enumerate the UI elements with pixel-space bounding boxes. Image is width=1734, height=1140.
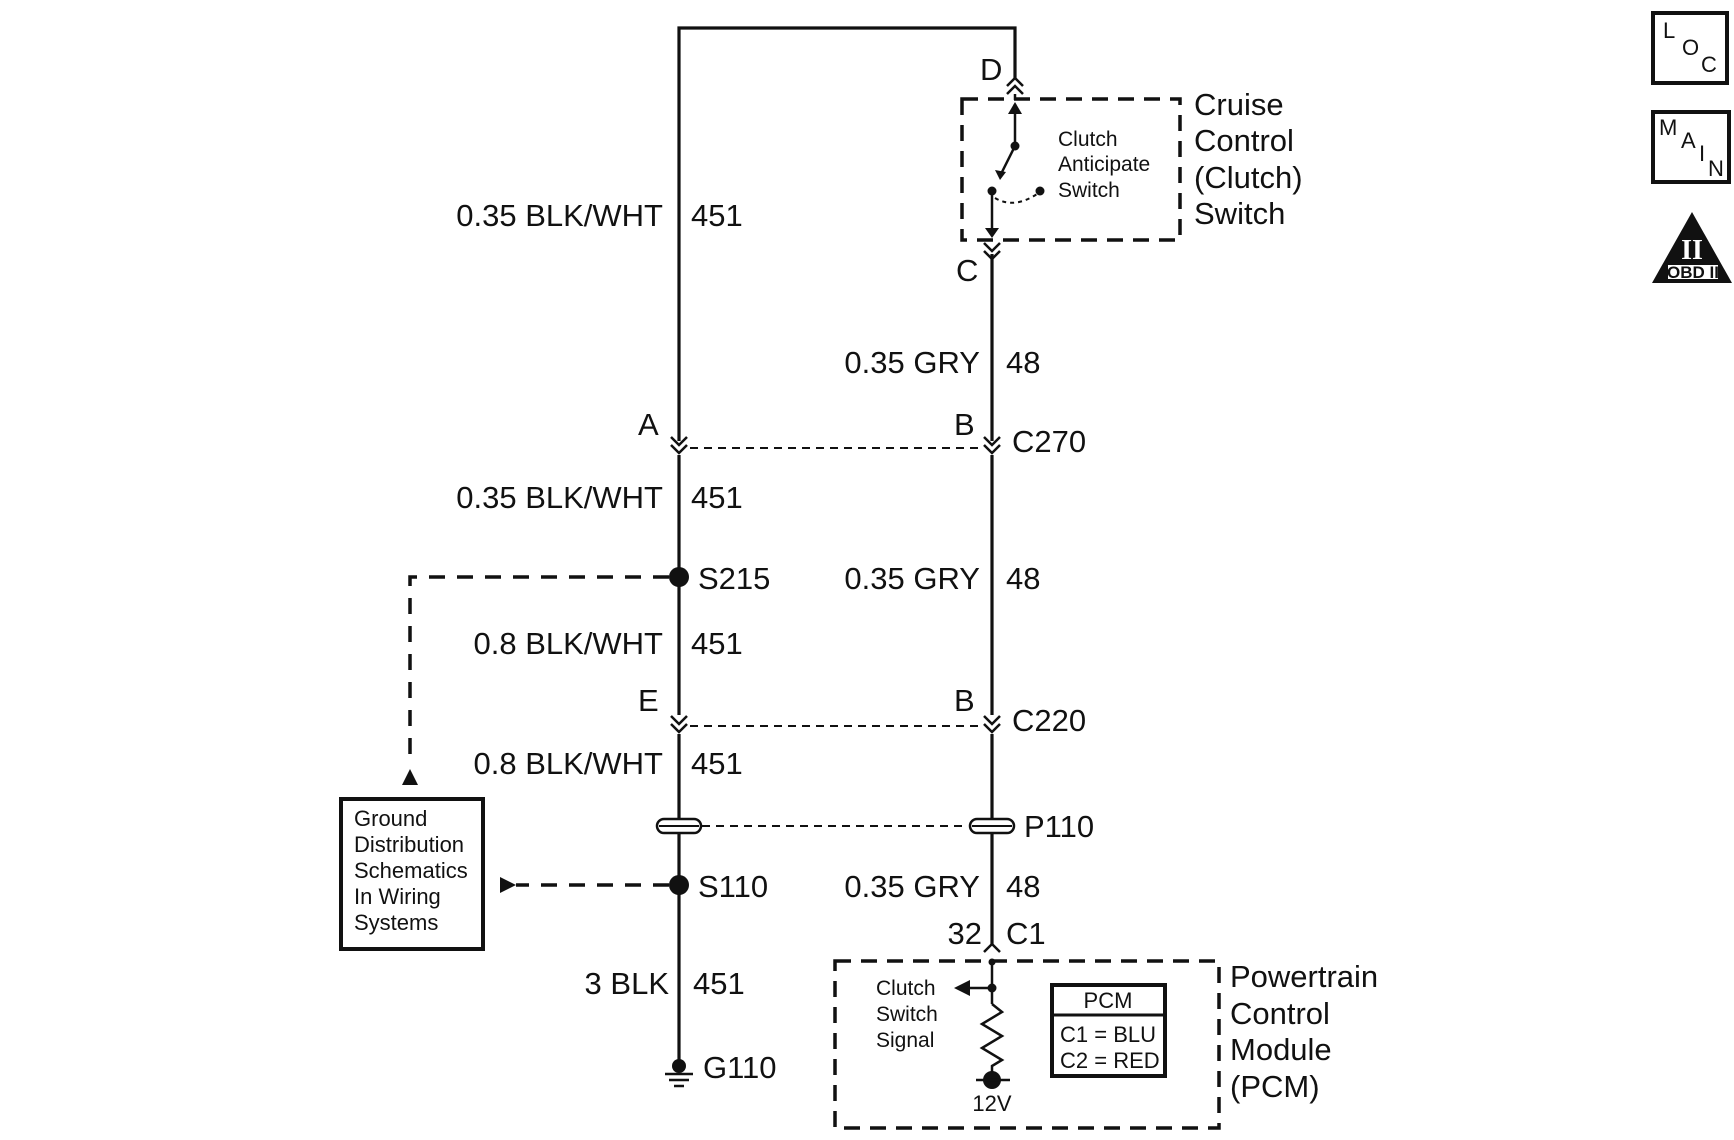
ground-ref-arrow-left — [500, 877, 516, 893]
wire-451-seg1-size: 0.35 BLK/WHT — [456, 198, 663, 233]
svg-text:Switch: Switch — [1058, 179, 1120, 202]
pcm-legend-c2: C2 = RED — [1060, 1048, 1160, 1073]
splice-s215-label: S215 — [698, 561, 770, 596]
wire-451-top — [677, 26, 1017, 441]
connector-c220-right-symbol — [983, 715, 1001, 734]
connector-pin-d: D — [980, 52, 1002, 87]
svg-text:A: A — [1681, 128, 1696, 153]
wire-451-seg5-num: 451 — [693, 966, 745, 1001]
wire-451-seg4-size: 0.8 BLK/WHT — [474, 746, 664, 781]
clutch-anticipate-switch-symbol — [985, 102, 1045, 238]
ground-distribution-box[interactable] — [339, 797, 485, 951]
passthrough-p110-label: P110 — [1024, 809, 1094, 844]
svg-text:In Wiring: In Wiring — [354, 884, 441, 909]
svg-text:Schematics: Schematics — [354, 858, 468, 883]
svg-text:Clutch: Clutch — [1058, 128, 1118, 151]
connector-pin-a: A — [638, 407, 659, 442]
svg-text:Control: Control — [1230, 996, 1330, 1031]
svg-text:Cruise: Cruise — [1194, 87, 1284, 122]
connector-pin-32: 32 — [948, 916, 982, 951]
svg-text:Distribution: Distribution — [354, 832, 464, 857]
svg-text:Powertrain: Powertrain — [1230, 959, 1378, 994]
wire-48-seg2-num: 48 — [1006, 561, 1040, 596]
obd-ii-icon[interactable] — [1652, 212, 1732, 283]
connector-c220-left-symbol — [670, 715, 688, 734]
splice-s215-dot — [669, 567, 689, 587]
ground-g110-label: G110 — [703, 1050, 777, 1085]
wire-451-seg2-size: 0.35 BLK/WHT — [456, 480, 663, 515]
connector-pin-c: C — [956, 253, 978, 288]
pcm-boundary — [833, 959, 1221, 1130]
clutch-anticipate-switch-label: Clutch Anticipate Switch — [1058, 128, 1150, 202]
svg-text:Module: Module — [1230, 1032, 1332, 1067]
ground-ref-arrow-up — [402, 769, 418, 785]
connector-c270-left-symbol — [670, 436, 688, 455]
pcm-connector-legend — [1050, 983, 1167, 1078]
svg-text:Switch: Switch — [1194, 196, 1285, 231]
splice-s110-label: S110 — [698, 869, 768, 904]
connector-c220-label: C220 — [1012, 703, 1086, 738]
svg-text:N: N — [1708, 156, 1724, 181]
connector-pin-e: E — [638, 683, 659, 718]
svg-text:L: L — [1663, 18, 1675, 43]
wire-48-seg1-num: 48 — [1006, 345, 1040, 380]
clutch-switch-signal-label: Clutch Switch Signal — [876, 977, 938, 1052]
connector-d-symbol — [1006, 76, 1024, 95]
wire-451-seg5-size: 3 BLK — [585, 966, 670, 1001]
splice-s110-dot — [669, 875, 689, 895]
main-icon-letters: M A I N — [1659, 115, 1724, 181]
svg-text:M: M — [1659, 115, 1677, 140]
svg-text:(Clutch): (Clutch) — [1194, 160, 1303, 195]
connector-c-symbol — [983, 242, 1001, 261]
connector-c1-label: C1 — [1006, 916, 1046, 951]
wire-48-seg1-size: 0.35 GRY — [844, 345, 980, 380]
loc-icon-letters: L O C — [1663, 18, 1717, 77]
pcm-legend-c1: C1 = BLU — [1060, 1022, 1156, 1047]
ground-distribution-label: Ground Distribution Schematics In Wiring… — [354, 806, 468, 935]
passthrough-p110-right — [968, 817, 1016, 835]
pcm-voltage-12v: 12V — [972, 1091, 1011, 1116]
wire-451-seg3-num: 451 — [691, 626, 743, 661]
svg-text:(PCM): (PCM) — [1230, 1069, 1320, 1104]
passthrough-p110-left — [655, 817, 703, 835]
wire-451-seg2-num: 451 — [691, 480, 743, 515]
main-icon[interactable] — [1651, 110, 1731, 184]
wire-451-seg4-num: 451 — [691, 746, 743, 781]
svg-text:Control: Control — [1194, 123, 1294, 158]
svg-text:I: I — [1699, 141, 1705, 166]
svg-text:Systems: Systems — [354, 910, 438, 935]
connector-c270-right-symbol — [983, 436, 1001, 455]
s215-ground-reference-line — [408, 575, 669, 765]
pcm-title: Powertrain Control Module (PCM) — [1230, 959, 1378, 1104]
svg-text:Switch: Switch — [876, 1003, 938, 1026]
pcm-internal-circuit — [954, 958, 1010, 1089]
wire-48-seg2-size: 0.35 GRY — [844, 561, 980, 596]
cruise-switch-boundary — [960, 97, 1182, 242]
cruise-switch-title: Cruise Control (Clutch) Switch — [1194, 87, 1303, 231]
connector-c1-symbol — [983, 942, 1001, 953]
connector-c270-label: C270 — [1012, 424, 1086, 459]
obd-ii-label: OBD II — [1667, 263, 1719, 282]
obd-ii-numeral: II — [1681, 235, 1703, 266]
loc-icon[interactable] — [1651, 11, 1729, 85]
svg-text:Anticipate: Anticipate — [1058, 153, 1150, 176]
pcm-legend-title: PCM — [1084, 988, 1133, 1013]
svg-text:C: C — [1701, 52, 1717, 77]
svg-text:Clutch: Clutch — [876, 977, 936, 1000]
wire-48-seg3-size: 0.35 GRY — [844, 869, 980, 904]
wire-451-seg3-size: 0.8 BLK/WHT — [474, 626, 664, 661]
wire-48-seg3-num: 48 — [1006, 869, 1040, 904]
wire-451-seg1-num: 451 — [691, 198, 743, 233]
ground-g110-symbol — [665, 1059, 693, 1088]
connector-pin-b-c220: B — [954, 683, 975, 718]
connector-pin-b-c270: B — [954, 407, 975, 442]
svg-text:O: O — [1682, 35, 1699, 60]
svg-text:Signal: Signal — [876, 1029, 934, 1052]
svg-text:Ground: Ground — [354, 806, 427, 831]
